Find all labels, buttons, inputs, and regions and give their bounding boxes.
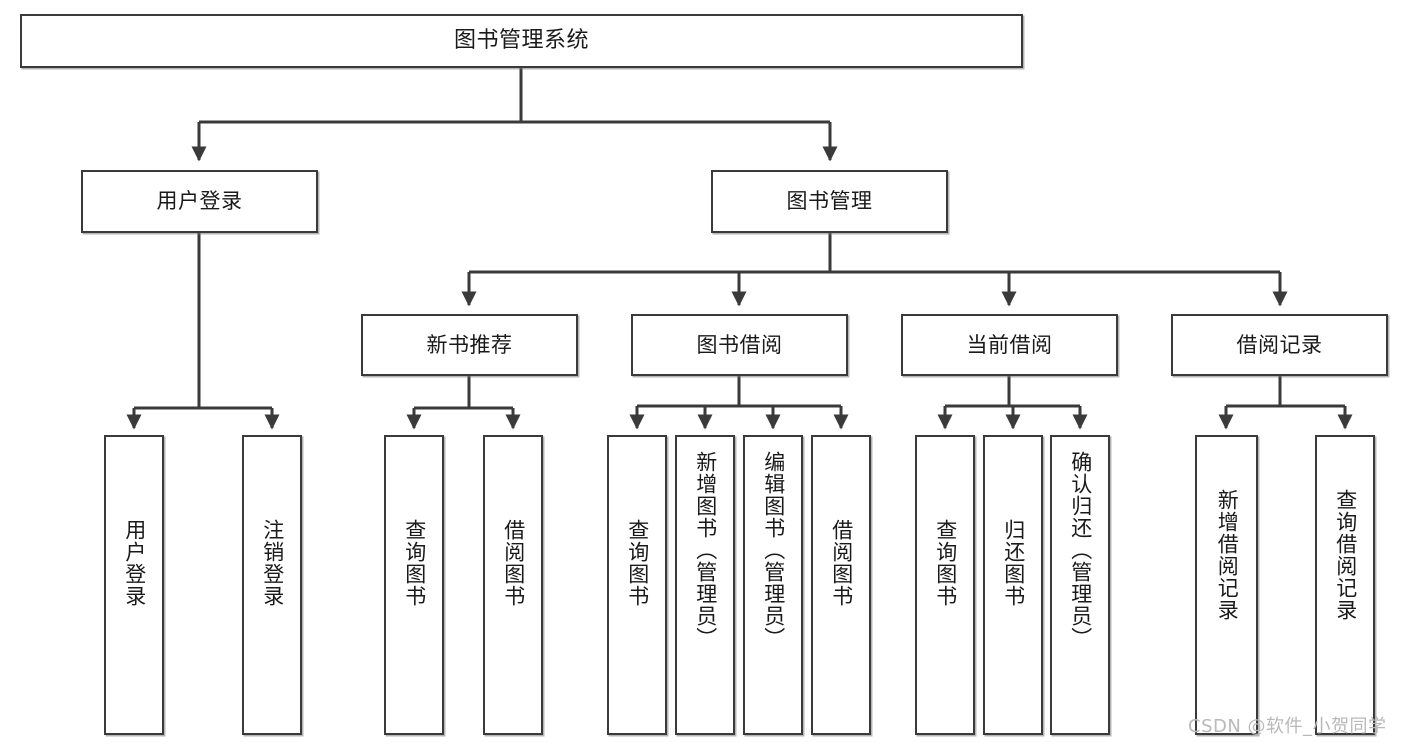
leaf-new-book-query-book[interactable]: 查询图书 — [384, 435, 444, 735]
leaf-book-borrow-borrow-book[interactable]: 借阅图书 — [811, 435, 871, 735]
leaf-book-borrow-add-book-admin[interactable]: 新增图书（管理员） — [675, 435, 735, 735]
node-label: 图书管理系统 — [453, 28, 589, 54]
node-borrow-record[interactable]: 借阅记录 — [1171, 314, 1388, 376]
leaf-user-login-login[interactable]: 用户登录 — [104, 435, 164, 735]
node-label: 查询图书 — [402, 519, 427, 607]
leaf-current-borrow-query-book[interactable]: 查询图书 — [915, 435, 975, 735]
node-label: 新增图书（管理员） — [693, 451, 718, 649]
node-label: 查询图书 — [933, 519, 958, 607]
node-label: 用户登录 — [156, 189, 243, 214]
leaf-new-book-borrow-book[interactable]: 借阅图书 — [483, 435, 543, 735]
node-book-borrow[interactable]: 图书借阅 — [631, 314, 848, 376]
node-label: 借阅记录 — [1236, 332, 1323, 357]
node-label: 图书管理 — [786, 189, 873, 214]
node-label: 新增借阅记录 — [1215, 489, 1240, 621]
leaf-borrow-record-add-record[interactable]: 新增借阅记录 — [1195, 435, 1258, 735]
leaf-book-borrow-query-book[interactable]: 查询图书 — [607, 435, 667, 735]
node-label: 图书借阅 — [696, 332, 783, 357]
leaf-book-borrow-edit-book-admin[interactable]: 编辑图书（管理员） — [743, 435, 803, 735]
node-label: 新书推荐 — [426, 332, 513, 357]
node-label: 当前借阅 — [966, 332, 1053, 357]
node-new-book-recommend[interactable]: 新书推荐 — [361, 314, 578, 376]
node-label: 借阅图书 — [501, 519, 526, 607]
leaf-borrow-record-query-record[interactable]: 查询借阅记录 — [1315, 435, 1375, 735]
node-label: 用户登录 — [122, 519, 147, 607]
node-label: 确认归还（管理员） — [1068, 451, 1093, 649]
node-label: 借阅图书 — [829, 519, 854, 607]
node-user-login[interactable]: 用户登录 — [81, 170, 318, 233]
node-book-management[interactable]: 图书管理 — [711, 170, 948, 233]
node-root-book-management-system[interactable]: 图书管理系统 — [20, 14, 1023, 68]
watermark: CSDN @软件_小贺同学 — [1188, 716, 1387, 737]
node-label: 注销登录 — [260, 519, 285, 607]
node-current-borrow[interactable]: 当前借阅 — [901, 314, 1118, 376]
node-label: 归还图书 — [1001, 519, 1026, 607]
leaf-user-login-logout[interactable]: 注销登录 — [242, 435, 302, 735]
leaf-current-borrow-return-book[interactable]: 归还图书 — [983, 435, 1043, 735]
node-label: 查询图书 — [625, 519, 650, 607]
node-label: 编辑图书（管理员） — [761, 451, 786, 649]
node-label: 查询借阅记录 — [1333, 489, 1358, 621]
leaf-current-borrow-confirm-return-admin[interactable]: 确认归还（管理员） — [1050, 435, 1110, 735]
